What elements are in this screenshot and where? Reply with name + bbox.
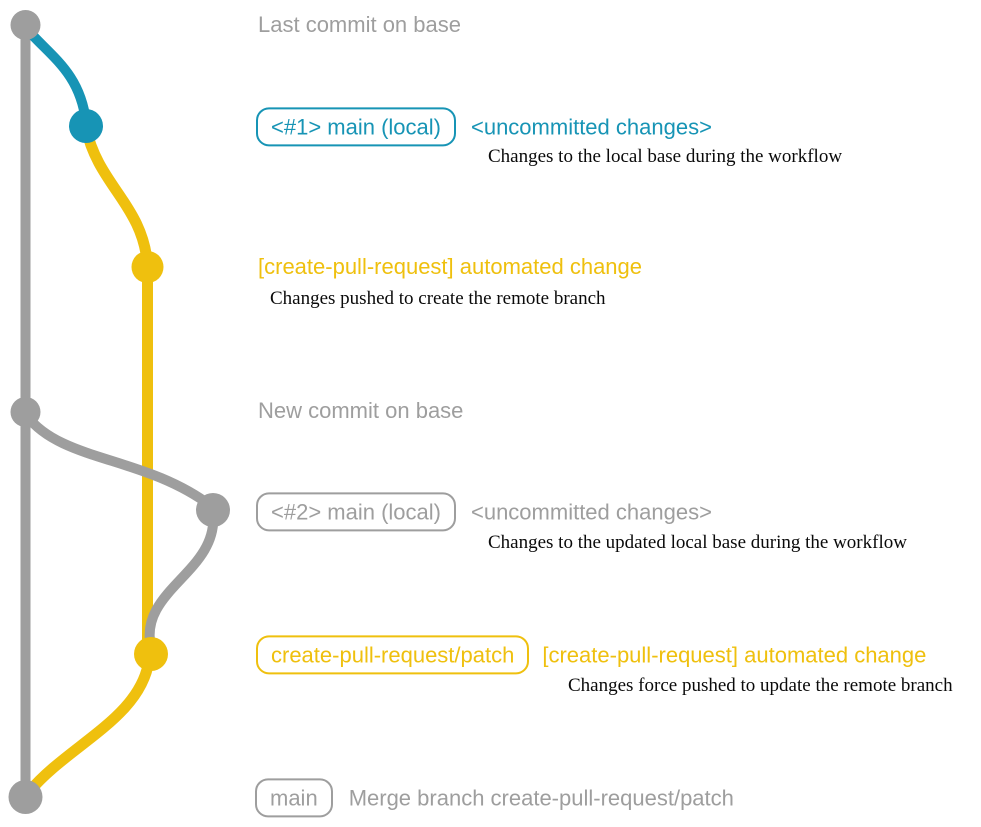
merge-row: main Merge branch create-pull-request/pa…	[255, 778, 734, 818]
automated-1-desc: Changes pushed to create the remote bran…	[270, 288, 606, 309]
base-rebase-line	[144, 512, 219, 649]
uncommitted-1-desc: Changes to the local base during the wor…	[488, 146, 843, 167]
last-commit-row: Last commit on base	[258, 12, 461, 38]
new-commit-label: New commit on base	[258, 398, 464, 423]
commit-dot-last-base	[10, 10, 41, 40]
automated-2-desc-row: Changes force pushed to update the remot…	[568, 675, 953, 697]
uncommitted-1-title: <uncommitted changes>	[470, 113, 712, 139]
commit-dot-automated-1	[131, 251, 164, 283]
automated-1-row: [create-pull-request] automated change	[258, 254, 642, 280]
commit-dot-merge	[8, 780, 43, 814]
automated-2-row: create-pull-request/patch [create-pull-r…	[256, 635, 927, 675]
commit-dot-uncommitted-2	[196, 493, 230, 527]
uncommitted-2-row: <#2> main (local) <uncommitted changes>	[256, 492, 712, 532]
uncommitted-1-desc-row: Changes to the local base during the wor…	[488, 146, 842, 168]
uncommitted-2-desc-row: Changes to the updated local base during…	[488, 532, 907, 554]
uncommitted-2-title: <uncommitted changes>	[470, 498, 712, 524]
branch-badge-patch: create-pull-request/patch	[256, 635, 530, 675]
commit-dot-uncommitted-1	[69, 109, 103, 143]
automated-1-desc-row: Changes pushed to create the remote bran…	[270, 288, 606, 310]
automated-2-title: [create-pull-request] automated change	[542, 641, 927, 667]
branch-badge-main-local-2: <#2> main (local)	[256, 492, 456, 532]
patch-branch-line	[80, 126, 153, 650]
local-main-branch-line	[22, 24, 91, 123]
last-commit-label: Last commit on base	[258, 12, 461, 37]
uncommitted-1-row: <#1> main (local) <uncommitted changes>	[256, 107, 712, 147]
commit-dot-automated-2	[134, 637, 168, 671]
new-commit-row: New commit on base	[258, 398, 463, 424]
base-update-line	[23, 412, 215, 510]
patch-merge-line	[24, 658, 155, 796]
automated-1-title: [create-pull-request] automated change	[258, 254, 643, 279]
commit-dot-new-base	[10, 397, 41, 427]
commit-graph	[8, 10, 230, 814]
merge-label: Merge branch create-pull-request/patch	[348, 784, 734, 810]
automated-2-desc: Changes force pushed to update the remot…	[568, 675, 953, 696]
branch-badge-main-local-1: <#1> main (local)	[256, 107, 456, 147]
branch-badge-main: main	[255, 778, 333, 818]
uncommitted-2-desc: Changes to the updated local base during…	[488, 532, 907, 553]
